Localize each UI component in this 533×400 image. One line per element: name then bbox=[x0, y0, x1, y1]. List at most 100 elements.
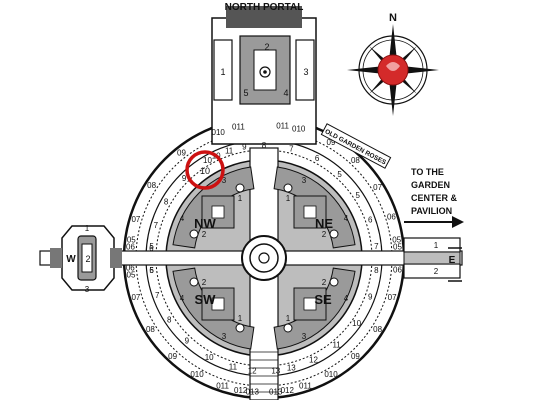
inner-ring-label: 9 bbox=[242, 143, 247, 152]
north-portal bbox=[211, 6, 317, 145]
inner-ring-label: 7 bbox=[374, 242, 379, 251]
portal-bed-4-label: 4 bbox=[283, 88, 288, 98]
inner-ring-label: 10 bbox=[352, 319, 361, 328]
quadrant-bed-number: 3 bbox=[222, 332, 227, 341]
inner-ring-label: 13 bbox=[271, 366, 280, 375]
inner-ring-label: 9 bbox=[182, 174, 187, 183]
inner-ring-label: 7 bbox=[155, 291, 160, 300]
inner-ring-label: 9 bbox=[185, 337, 190, 346]
outer-ring-label: 08 bbox=[351, 156, 360, 165]
portal-bed-2-label: 2 bbox=[264, 42, 269, 52]
outer-ring-label: 09 bbox=[327, 138, 336, 147]
quadrant-ne-label: NE bbox=[315, 216, 333, 231]
outer-ring-label: 011 bbox=[276, 121, 289, 130]
compass: N bbox=[347, 12, 439, 116]
outer-ring-label: 012 bbox=[234, 386, 248, 395]
inner-ring-label: 11 bbox=[229, 363, 238, 372]
inner-ring-label: 5 bbox=[337, 170, 342, 179]
portal-bed-5-label: 5 bbox=[243, 88, 248, 98]
quadrant-bed-group bbox=[273, 267, 356, 350]
west-arbor bbox=[50, 225, 122, 291]
east-paths bbox=[403, 237, 462, 282]
quadrant-square-core bbox=[211, 297, 225, 311]
outer-ring-label: 06 bbox=[126, 263, 135, 272]
quadrant-bed-number: 2 bbox=[322, 278, 327, 287]
outer-ring-label: 06 bbox=[387, 213, 396, 222]
west-bed-3-label: 3 bbox=[85, 285, 90, 294]
west-bed-1-label: 1 bbox=[85, 224, 90, 233]
east-path-2 bbox=[403, 263, 461, 279]
outer-ring-label: 07 bbox=[131, 215, 140, 224]
urn-icon bbox=[283, 183, 293, 193]
quadrant-bed-number: 4 bbox=[180, 214, 185, 223]
inner-ring-label: 6 bbox=[149, 266, 154, 275]
portal-gate bbox=[226, 6, 302, 28]
inner-ring-label: 5 bbox=[149, 266, 154, 275]
quadrant-sw-label: SW bbox=[195, 292, 217, 307]
inner-ring-label: 7 bbox=[289, 144, 294, 153]
outer-ring-label: 010 bbox=[212, 128, 226, 137]
quadrant-bed-number: 2 bbox=[202, 230, 207, 239]
outer-ring-label: 09 bbox=[177, 148, 186, 157]
outer-ring-label: 06 bbox=[393, 266, 402, 275]
highlight-label: 10 bbox=[200, 166, 210, 176]
outer-ring-label: 08 bbox=[373, 325, 382, 334]
banner-box bbox=[320, 123, 392, 169]
central-fountain bbox=[241, 235, 287, 281]
rose-petal-icon bbox=[386, 62, 400, 71]
destination-line-2: GARDEN bbox=[411, 180, 450, 190]
inner-ring-label: 6 bbox=[315, 154, 320, 163]
compass-north-letter: N bbox=[389, 12, 397, 24]
west-gate-east bbox=[110, 248, 122, 268]
outer-ring-label: 05 bbox=[127, 235, 136, 244]
outer-ring-label: 013 bbox=[269, 388, 283, 397]
quadrant-se-label: SE bbox=[314, 292, 332, 307]
outer-ring-label: 09 bbox=[351, 352, 360, 361]
inner-ring-label: 12 bbox=[248, 366, 257, 375]
outer-ring-label: 011 bbox=[299, 381, 312, 390]
urn-icon bbox=[189, 229, 199, 239]
inner-ring-label: 8 bbox=[167, 316, 172, 325]
inner-ring-label: 12 bbox=[309, 356, 318, 365]
outer-ring-label: 07 bbox=[373, 183, 382, 192]
quadrant-square-core bbox=[303, 297, 317, 311]
outer-ring-label: 010 bbox=[190, 370, 204, 379]
outer-ring-label: 08 bbox=[147, 181, 156, 190]
outer-ring-label: 08 bbox=[146, 325, 155, 334]
east-label: E bbox=[449, 255, 456, 266]
highlight-circle bbox=[185, 150, 225, 190]
east-path-center bbox=[403, 251, 461, 265]
quadrant-bed-number: 3 bbox=[222, 176, 227, 185]
outer-ring-label: 011 bbox=[216, 381, 229, 390]
urn-icon bbox=[329, 277, 339, 287]
quadrant-bed-number: 1 bbox=[238, 194, 243, 203]
north-portal-label: NORTH PORTAL bbox=[225, 2, 304, 13]
outer-ring-label: 010 bbox=[292, 125, 306, 134]
west-bed-2-label: 2 bbox=[85, 254, 90, 264]
outer-ring-label: 010 bbox=[324, 370, 338, 379]
outer-ring-label: 07 bbox=[131, 293, 140, 302]
inner-ring-label: 11 bbox=[332, 341, 341, 350]
portal-fountain-center bbox=[263, 70, 267, 74]
pavilion-arrow bbox=[404, 216, 464, 228]
inner-ring-label: 6 bbox=[149, 244, 154, 253]
inner-ring-label: 9 bbox=[368, 293, 373, 302]
urn-icon bbox=[329, 229, 339, 239]
outer-ring-label: 05 bbox=[127, 270, 136, 279]
east-path-1 bbox=[403, 237, 461, 253]
destination-line-4: PAVILION bbox=[411, 206, 452, 216]
outer-ring-label: 05 bbox=[393, 242, 402, 251]
west-bed-core bbox=[81, 243, 93, 273]
quadrant-square-bed bbox=[293, 287, 327, 321]
destination-line-1: TO THE bbox=[411, 167, 444, 177]
destination-line-3: CENTER & bbox=[411, 193, 458, 203]
west-gate bbox=[50, 248, 62, 268]
outer-ring-label: 07 bbox=[388, 293, 397, 302]
inner-ring-label: 13 bbox=[287, 364, 296, 373]
inner-ring-label: 7 bbox=[154, 221, 159, 230]
inner-ring-label: 8 bbox=[262, 141, 267, 150]
